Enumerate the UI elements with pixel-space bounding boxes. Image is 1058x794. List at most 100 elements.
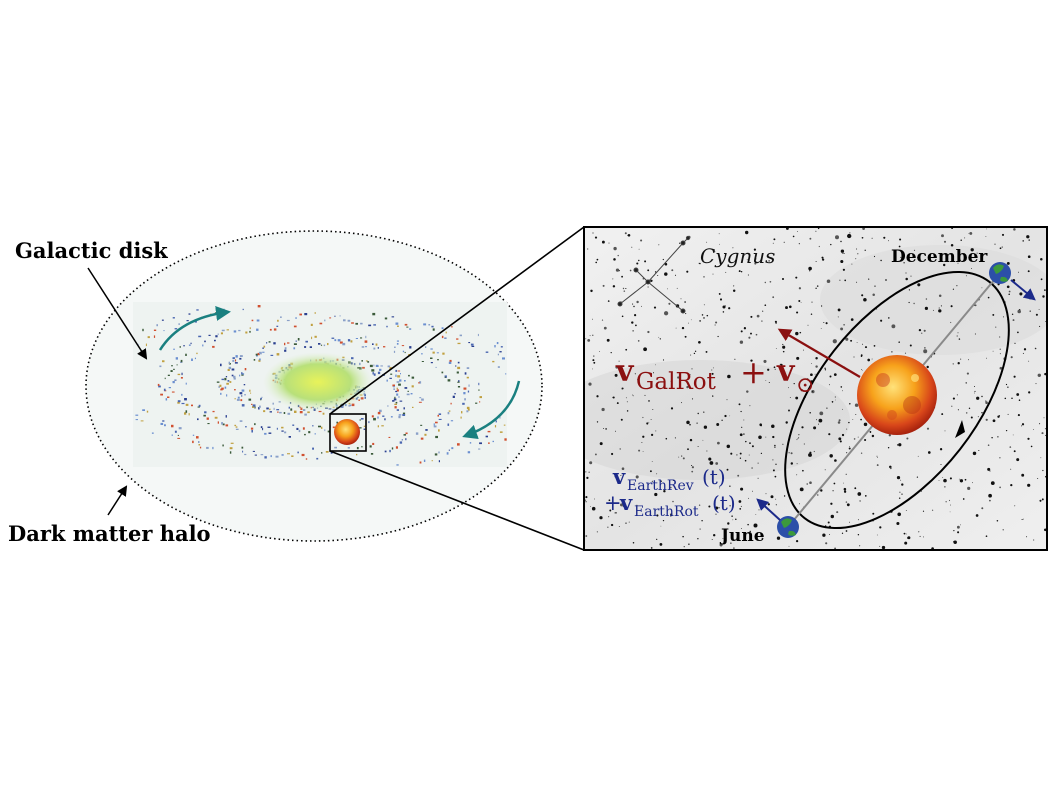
star-dot <box>989 470 991 472</box>
star-dot <box>859 545 861 547</box>
galaxy-speck <box>239 357 242 360</box>
galaxy-speck <box>297 451 299 454</box>
star-dot <box>842 408 843 410</box>
galaxy-speck <box>260 454 264 456</box>
galaxy-speck <box>454 393 456 395</box>
galaxy-speck <box>398 396 400 398</box>
galaxy-speck <box>404 380 406 382</box>
galaxy-speck <box>401 439 403 441</box>
galaxy-speck <box>393 350 396 353</box>
galaxy-speck <box>460 416 462 419</box>
galaxy-speck <box>199 446 202 449</box>
star-dot <box>746 390 749 393</box>
star-dot <box>898 443 902 447</box>
galaxy-speck <box>396 389 399 392</box>
star-dot <box>621 467 625 471</box>
galaxy-speck <box>459 334 462 337</box>
galaxy-speck <box>165 398 168 401</box>
star-dot <box>1026 536 1028 538</box>
star-dot <box>1021 423 1025 426</box>
star-dot <box>613 246 617 251</box>
star-dot <box>739 457 742 459</box>
star-dot <box>968 359 970 361</box>
star-dot <box>834 459 837 462</box>
star-dot <box>622 287 625 290</box>
star-dot <box>999 247 1002 250</box>
star-dot <box>803 443 805 445</box>
star-dot <box>817 494 819 496</box>
star-dot <box>943 240 947 243</box>
star-dot <box>626 401 628 403</box>
galaxy-speck <box>401 345 405 347</box>
star-dot <box>854 487 857 490</box>
galaxy-speck <box>461 411 463 414</box>
star-dot <box>703 276 705 278</box>
star-dot <box>743 327 747 330</box>
galaxy-speck <box>372 343 374 345</box>
star-dot <box>1027 270 1030 273</box>
star-dot <box>956 285 958 287</box>
star-dot <box>951 405 953 407</box>
galaxy-speck <box>369 364 373 368</box>
star-dot <box>1044 320 1047 323</box>
galaxy-speck <box>319 322 323 325</box>
star-dot <box>715 462 719 465</box>
star-dot <box>795 396 799 400</box>
galaxy-speck <box>411 376 415 379</box>
star-dot <box>1017 331 1019 334</box>
star-dot <box>758 435 762 440</box>
star-dot <box>615 268 620 272</box>
galaxy-speck <box>264 456 267 459</box>
galaxy-speck <box>361 360 363 362</box>
star-dot <box>871 358 873 360</box>
star-dot <box>888 240 890 242</box>
star-dot <box>846 503 850 507</box>
galaxy-speck <box>234 398 236 400</box>
galaxy-speck <box>241 395 243 397</box>
galaxy-speck <box>435 421 438 424</box>
star-dot <box>838 419 841 422</box>
star-dot <box>783 495 786 497</box>
galaxy-speck <box>312 447 314 450</box>
galaxy-speck <box>406 393 410 396</box>
star-dot <box>728 307 731 310</box>
star-dot <box>873 255 876 258</box>
star-dot <box>608 242 610 244</box>
galaxy-speck <box>181 402 185 405</box>
galaxy-speck <box>436 352 439 354</box>
galaxy-speck <box>192 434 195 436</box>
galaxy-speck <box>347 339 351 342</box>
galaxy-speck <box>355 322 358 325</box>
star-dot <box>709 461 714 465</box>
star-dot <box>857 436 859 438</box>
star-dot <box>1007 413 1009 415</box>
v-earthrev-symbol: v <box>612 464 626 489</box>
star-dot <box>674 274 677 276</box>
galaxy-speck <box>464 372 467 375</box>
galaxy-speck <box>262 347 264 349</box>
galaxy-speck <box>314 433 316 435</box>
star-dot <box>834 396 836 398</box>
star-dot <box>722 311 725 313</box>
star-dot <box>754 258 757 260</box>
galaxy-speck <box>365 346 367 348</box>
galaxy-speck <box>233 377 236 380</box>
star-dot <box>586 476 589 480</box>
star-dot <box>876 464 879 467</box>
star-dot <box>647 330 650 334</box>
galaxy-speck <box>497 366 500 368</box>
galaxy-speck <box>360 322 363 325</box>
star-dot <box>596 531 598 533</box>
galaxy-speck <box>288 436 291 438</box>
galaxy-speck <box>377 411 381 415</box>
galaxy-speck <box>284 349 287 352</box>
galaxy-speck <box>257 352 260 356</box>
star-dot <box>952 397 955 400</box>
star-dot <box>810 373 813 377</box>
label-dark-matter-halo: Dark matter halo <box>8 521 211 546</box>
star-dot <box>948 499 951 502</box>
galaxy-speck <box>290 408 293 411</box>
star-dot <box>1041 498 1044 501</box>
star-dot <box>899 491 901 493</box>
